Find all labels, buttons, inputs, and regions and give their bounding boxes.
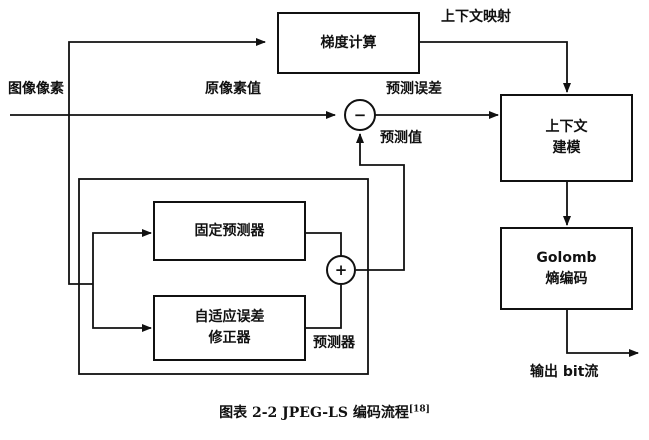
add-symbol: + <box>334 261 348 279</box>
gradient-to-context-arrow <box>420 41 571 93</box>
predicted-value-label: 预测值 <box>380 130 422 146</box>
adaptive-correction-label-line2: 修正器 <box>208 330 251 346</box>
input-to-predictors-line <box>68 115 93 285</box>
image-pixels-label: 图像像素 <box>8 81 64 97</box>
context-modeling-label-line1: 上下文 <box>545 119 588 135</box>
figure-caption-text: 图表 2-2 JPEG-LS 编码流程 <box>219 405 409 421</box>
to-adaptive-arrow <box>92 284 152 332</box>
golomb-to-output-arrow <box>566 310 639 357</box>
figure-caption-reference: [18] <box>408 404 430 415</box>
predicted-value-arrow <box>356 133 405 271</box>
gradient-calculation-label: 梯度计算 <box>320 34 377 51</box>
original-pixel-value-label: 原像素值 <box>205 81 261 97</box>
context-mapping-label: 上下文映射 <box>441 9 511 25</box>
fixed-predictor-label: 固定预测器 <box>194 222 265 239</box>
figure-caption: 图表 2-2 JPEG-LS 编码流程[18] <box>0 402 649 422</box>
context-modeling-box: 上下文 建模 <box>500 94 633 182</box>
adaptive-correction-box: 自适应误差 修正器 <box>153 295 306 361</box>
subtract-symbol: − <box>353 106 367 124</box>
subtractor-circle: − <box>344 99 376 131</box>
output-bitstream-label: 输出 bit流 <box>530 364 599 380</box>
input-to-gradient-arrow <box>68 38 266 115</box>
fixed-to-adder-line <box>306 232 342 256</box>
golomb-coding-label-line1: Golomb <box>536 249 597 266</box>
to-fixed-predictor-arrow <box>92 229 152 284</box>
context-modeling-label-line2: 建模 <box>552 140 581 156</box>
golomb-coding-label-line2: 熵编码 <box>545 270 588 287</box>
gradient-calculation-box: 梯度计算 <box>277 12 420 74</box>
adder-circle: + <box>326 255 356 285</box>
prediction-error-label: 预测误差 <box>386 81 442 97</box>
predictor-group-frame <box>78 178 369 375</box>
golomb-coding-box: Golomb 熵编码 <box>500 227 633 310</box>
adaptive-correction-label-line1: 自适应误差 <box>194 309 265 325</box>
predictor-label: 预测器 <box>313 335 355 351</box>
fixed-predictor-box: 固定预测器 <box>153 201 306 261</box>
adaptive-to-adder-line <box>306 285 342 329</box>
